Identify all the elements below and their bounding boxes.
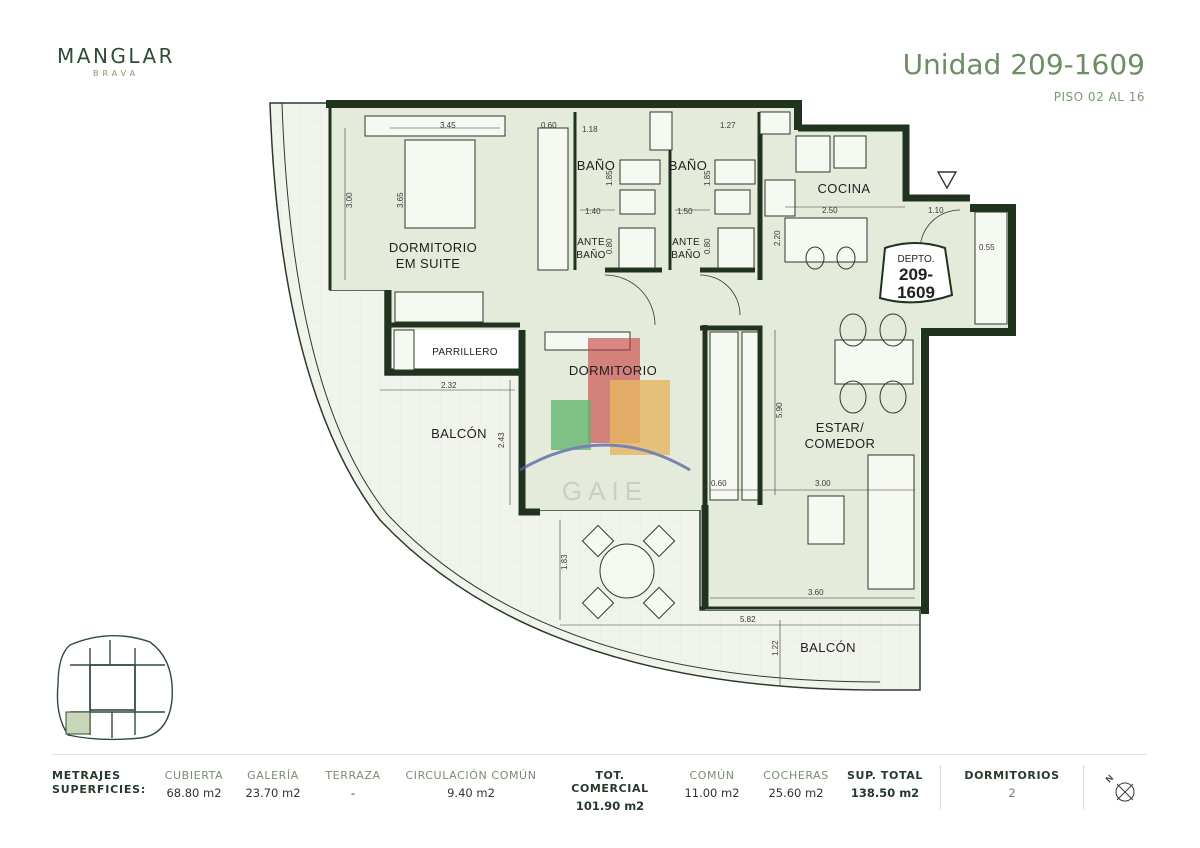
bedrooms-count: DORMITORIOS 2 <box>952 769 1072 800</box>
watermark-text: GAIE <box>562 476 648 506</box>
dim-080a: 0.80 <box>605 238 614 254</box>
label-bano-1: BAÑO <box>577 158 615 173</box>
bedrooms-value: 2 <box>1008 786 1016 800</box>
dim-060a: 0.60 <box>541 121 557 130</box>
dim-582: 5.82 <box>740 615 756 624</box>
dim-183: 1.83 <box>560 554 569 570</box>
key-plan <box>56 635 174 741</box>
dim-360: 3.60 <box>808 588 824 597</box>
compass-label: N <box>1105 773 1115 785</box>
brand-logo: MANGLAR BRAVA <box>57 44 175 78</box>
footer-separator <box>940 765 941 809</box>
area-head: COCHERAS <box>763 769 829 782</box>
label-parrillero: PARRILLERO <box>432 347 498 358</box>
area-tot-comercial: TOT. COMERCIAL 101.90 m2 <box>556 769 664 813</box>
label-bano-2: BAÑO <box>669 158 707 173</box>
dim-590: 5.90 <box>775 402 784 418</box>
area-value: - <box>350 786 356 800</box>
area-value: 138.50 m2 <box>850 786 920 800</box>
dim-060b: 0.60 <box>711 479 727 488</box>
area-cubierta: CUBIERTA 68.80 m2 <box>162 769 226 800</box>
area-head: CUBIERTA <box>164 769 224 782</box>
dim-365: 3.65 <box>396 192 405 208</box>
unit-title: Unidad 209-1609 <box>902 48 1145 81</box>
dim-185a: 1.85 <box>605 170 614 186</box>
footer-divider <box>52 754 1147 755</box>
footer-areas: METRAJES SUPERFICIES: CUBIERTA 68.80 m2 … <box>52 765 1147 815</box>
brand-subname: BRAVA <box>92 69 140 78</box>
dim-232: 2.32 <box>441 381 457 390</box>
label-cocina: COCINA <box>818 181 871 196</box>
area-circulacion: CIRCULACIÓN COMÚN 9.40 m2 <box>398 769 544 800</box>
label-antebano-2b: BAÑO <box>671 248 701 261</box>
footer-label-1: METRAJES <box>52 769 121 782</box>
label-balcon-2: BALCÓN <box>800 640 856 655</box>
area-head: COMÚN <box>689 769 735 782</box>
label-dormitorio: DORMITORIO <box>569 363 657 378</box>
area-value: 23.70 m2 <box>245 786 301 800</box>
balcony-curve-inner <box>281 102 881 683</box>
area-cocheras: COCHERAS 25.60 m2 <box>756 769 836 800</box>
area-value: 25.60 m2 <box>768 786 824 800</box>
badge-line1: DEPTO. <box>897 254 934 265</box>
dim-185b: 1.85 <box>703 170 712 186</box>
dim-150: 1.50 <box>677 207 693 216</box>
walls <box>326 100 1016 614</box>
badge-line3: 1609 <box>897 283 935 302</box>
area-value: 101.90 m2 <box>575 799 645 813</box>
label-dormitorio-suite-1: DORMITORIO <box>389 240 477 255</box>
dim-243: 2.43 <box>497 432 506 448</box>
dimension-labels: 3.45 0.60 1.18 1.27 3.00 3.65 1.85 1.85 … <box>345 121 995 656</box>
area-value: 68.80 m2 <box>166 786 222 800</box>
dim-080b: 0.80 <box>703 238 712 254</box>
dining-chairs <box>581 246 907 620</box>
area-comun: COMÚN 11.00 m2 <box>680 769 744 800</box>
dim-122: 1.22 <box>771 640 780 656</box>
label-dormitorio-suite-2: EM SUITE <box>396 256 461 271</box>
area-value: 9.40 m2 <box>447 786 495 800</box>
dim-055: 0.55 <box>979 243 995 252</box>
label-balcon-1: BALCÓN <box>431 426 487 441</box>
balcony-area <box>269 102 921 691</box>
label-antebano-2a: ANTE <box>672 237 700 248</box>
floor-range: PISO 02 AL 16 <box>1053 90 1145 104</box>
dim-250: 2.50 <box>822 206 838 215</box>
area-sup-total: SUP. TOTAL 138.50 m2 <box>844 769 926 800</box>
footer-separator <box>1083 765 1084 809</box>
dim-127: 1.27 <box>720 121 736 130</box>
dim-300b: 3.00 <box>815 479 831 488</box>
label-comedor: COMEDOR <box>805 436 876 451</box>
badge-line2: 209- <box>899 265 933 284</box>
brand-name: MANGLAR <box>57 44 176 68</box>
dim-300a: 3.00 <box>345 192 354 208</box>
label-antebano-1a: ANTE <box>577 237 605 248</box>
dim-345: 3.45 <box>440 121 456 130</box>
dim-140: 1.40 <box>585 207 601 216</box>
label-antebano-1b: BAÑO <box>576 248 606 261</box>
area-head: SUP. TOTAL <box>847 769 923 782</box>
dimension-lines <box>344 127 920 685</box>
label-estar: ESTAR/ <box>816 420 864 435</box>
unit-badge: DEPTO. 209- 1609 <box>878 242 954 304</box>
entrance-marker <box>936 171 958 190</box>
watermark: GAIE <box>519 338 691 506</box>
footer-label-2: SUPERFICIES: <box>52 783 147 796</box>
dim-118: 1.18 <box>582 125 598 134</box>
dim-110: 1.10 <box>928 206 944 215</box>
compass-icon: N <box>1105 773 1135 802</box>
footer-label: METRAJES SUPERFICIES: <box>52 769 146 797</box>
bedrooms-head: DORMITORIOS <box>964 769 1060 782</box>
area-head: TERRAZA <box>325 769 381 782</box>
area-head: TOT. COMERCIAL <box>571 769 649 795</box>
area-galeria: GALERÍA 23.70 m2 <box>240 769 306 800</box>
area-value: 11.00 m2 <box>684 786 740 800</box>
dim-220: 2.20 <box>773 230 782 246</box>
fixtures <box>364 111 1008 590</box>
area-head: CIRCULACIÓN COMÚN <box>405 769 537 782</box>
area-terraza: TERRAZA - <box>320 769 386 800</box>
area-head: GALERÍA <box>247 769 299 782</box>
